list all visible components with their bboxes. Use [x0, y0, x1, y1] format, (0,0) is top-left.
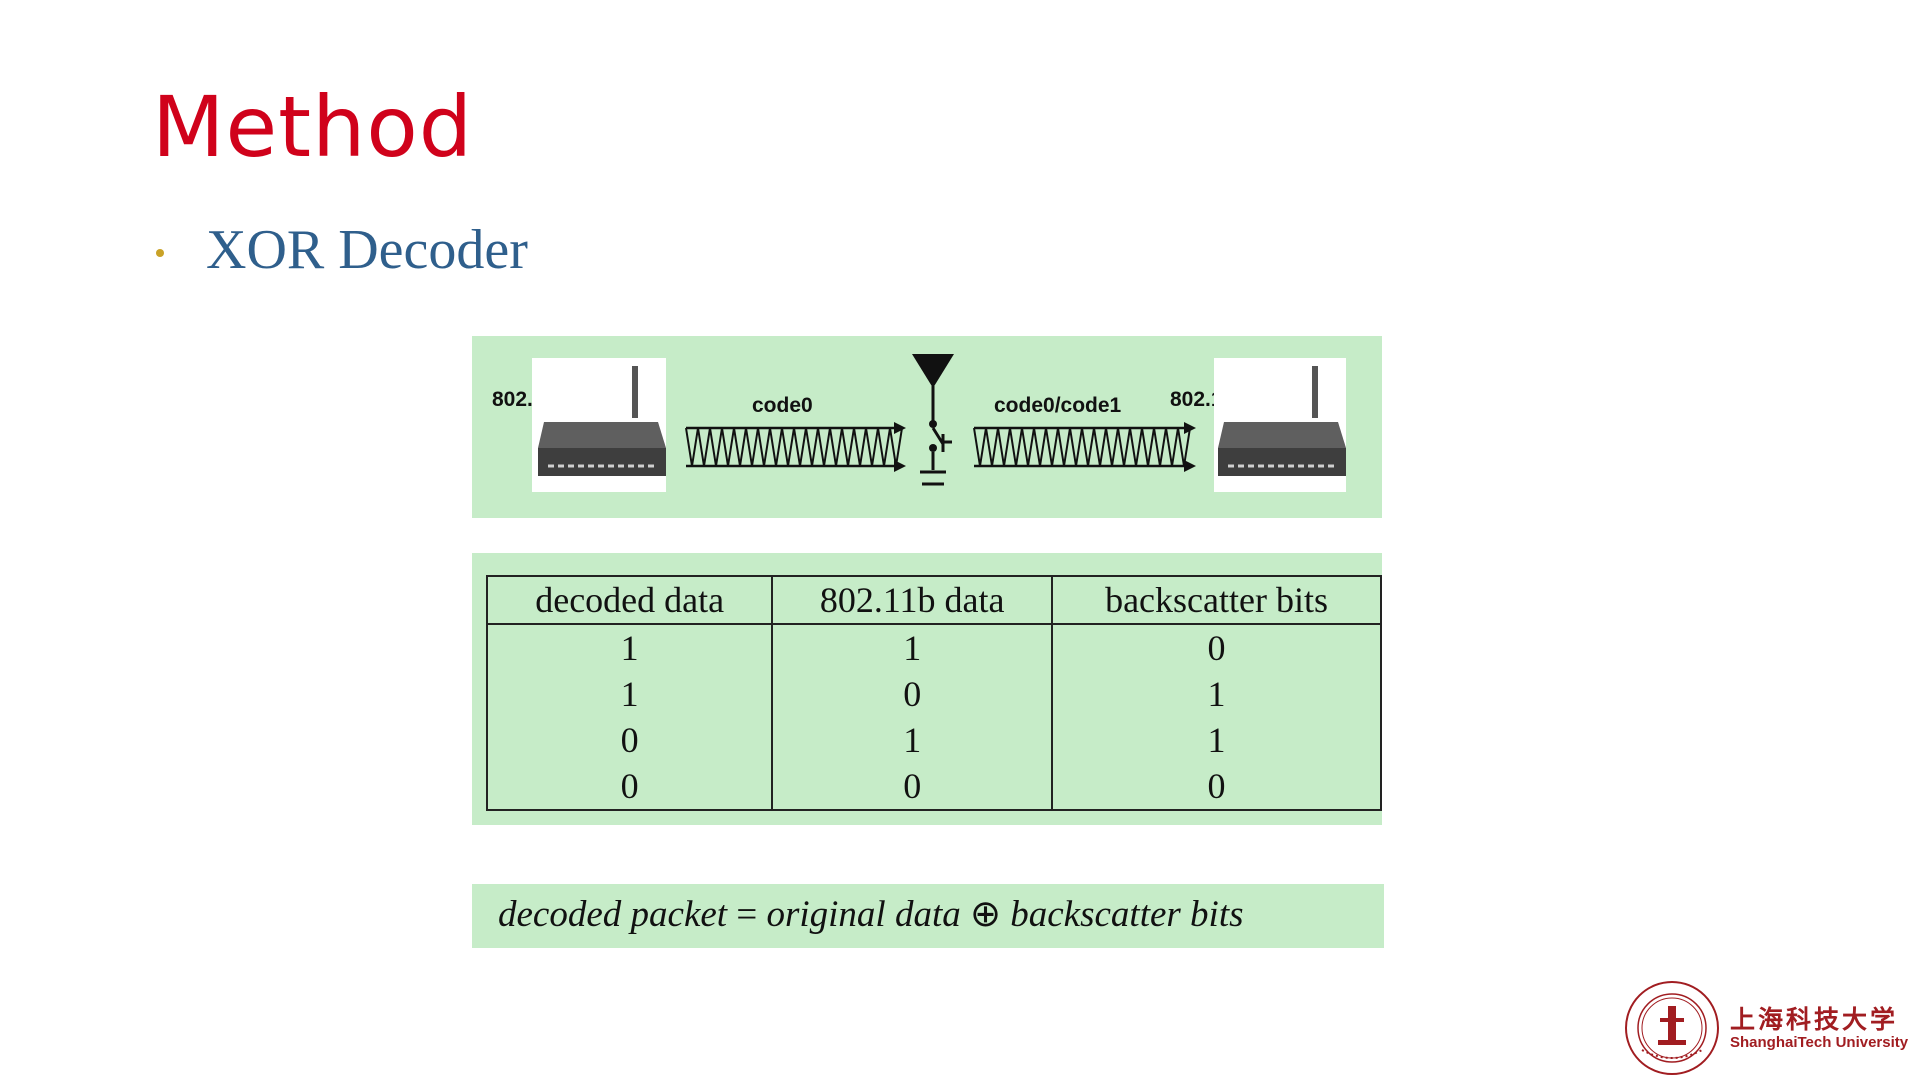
university-logo: 上海科技大学 ShanghaiTech University	[1622, 978, 1920, 1078]
column-header-decoded-data: decoded data	[485, 575, 774, 625]
xor-truth-table: decoded data 802.11b data backscatter bi…	[485, 575, 1382, 811]
table-header-row: decoded data 802.11b data backscatter bi…	[485, 575, 1382, 625]
formula-lhs: decoded packet	[498, 894, 728, 935]
formula-term1: original data	[766, 894, 961, 935]
backscatter-tag-antenna-icon	[912, 354, 954, 486]
left-signal-label: code0	[752, 394, 813, 417]
table-cell: 0	[485, 717, 774, 763]
table-cell: 1	[1051, 671, 1382, 717]
table-cell: 0	[771, 671, 1054, 717]
formula-equals: =	[736, 894, 758, 935]
table-cell: 1	[1051, 717, 1382, 763]
bullet-dot-icon	[156, 249, 164, 257]
table-cell: 0	[1051, 624, 1382, 671]
diagram-graphics	[532, 354, 1346, 492]
table-cell: 0	[485, 763, 774, 811]
table-cell: 1	[771, 717, 1054, 763]
table-cell: 0	[1051, 763, 1382, 811]
table-cell: 1	[485, 671, 774, 717]
table-row: 1 1 0	[485, 624, 1382, 671]
university-name-cn: 上海科技大学	[1730, 1005, 1899, 1034]
table-cell: 1	[771, 624, 1054, 671]
xor-operator-icon: ⊕	[969, 894, 1001, 935]
table-cell: 0	[771, 763, 1054, 811]
slide-title: Method	[152, 78, 474, 176]
table-row: 0 0 0	[485, 763, 1382, 811]
right-signal-label: code0/code1	[994, 394, 1122, 417]
xor-truth-table-panel: decoded data 802.11b data backscatter bi…	[472, 553, 1382, 825]
column-header-backscatter-bits: backscatter bits	[1051, 575, 1382, 625]
xor-formula-panel: decoded packet = original data ⊕ backsca…	[472, 884, 1384, 948]
university-name-en: ShanghaiTech University	[1730, 1034, 1909, 1051]
bullet-item: XOR Decoder	[156, 218, 528, 282]
right-signal-wave	[973, 422, 1196, 472]
rx-router-icon	[1214, 358, 1346, 492]
university-seal-icon	[1625, 981, 1719, 1075]
formula-term2: backscatter bits	[1010, 894, 1244, 935]
bullet-text: XOR Decoder	[206, 219, 528, 281]
table-cell: 1	[485, 624, 774, 671]
backscatter-diagram: 802.11b TX code0 code0/code1 802.11b RX	[472, 336, 1382, 518]
left-signal-wave	[685, 422, 906, 472]
table-row: 0 1 1	[485, 717, 1382, 763]
column-header-80211b-data: 802.11b data	[771, 575, 1054, 625]
tx-router-icon	[532, 358, 666, 492]
table-row: 1 0 1	[485, 671, 1382, 717]
xor-formula: decoded packet = original data ⊕ backsca…	[498, 892, 1244, 936]
